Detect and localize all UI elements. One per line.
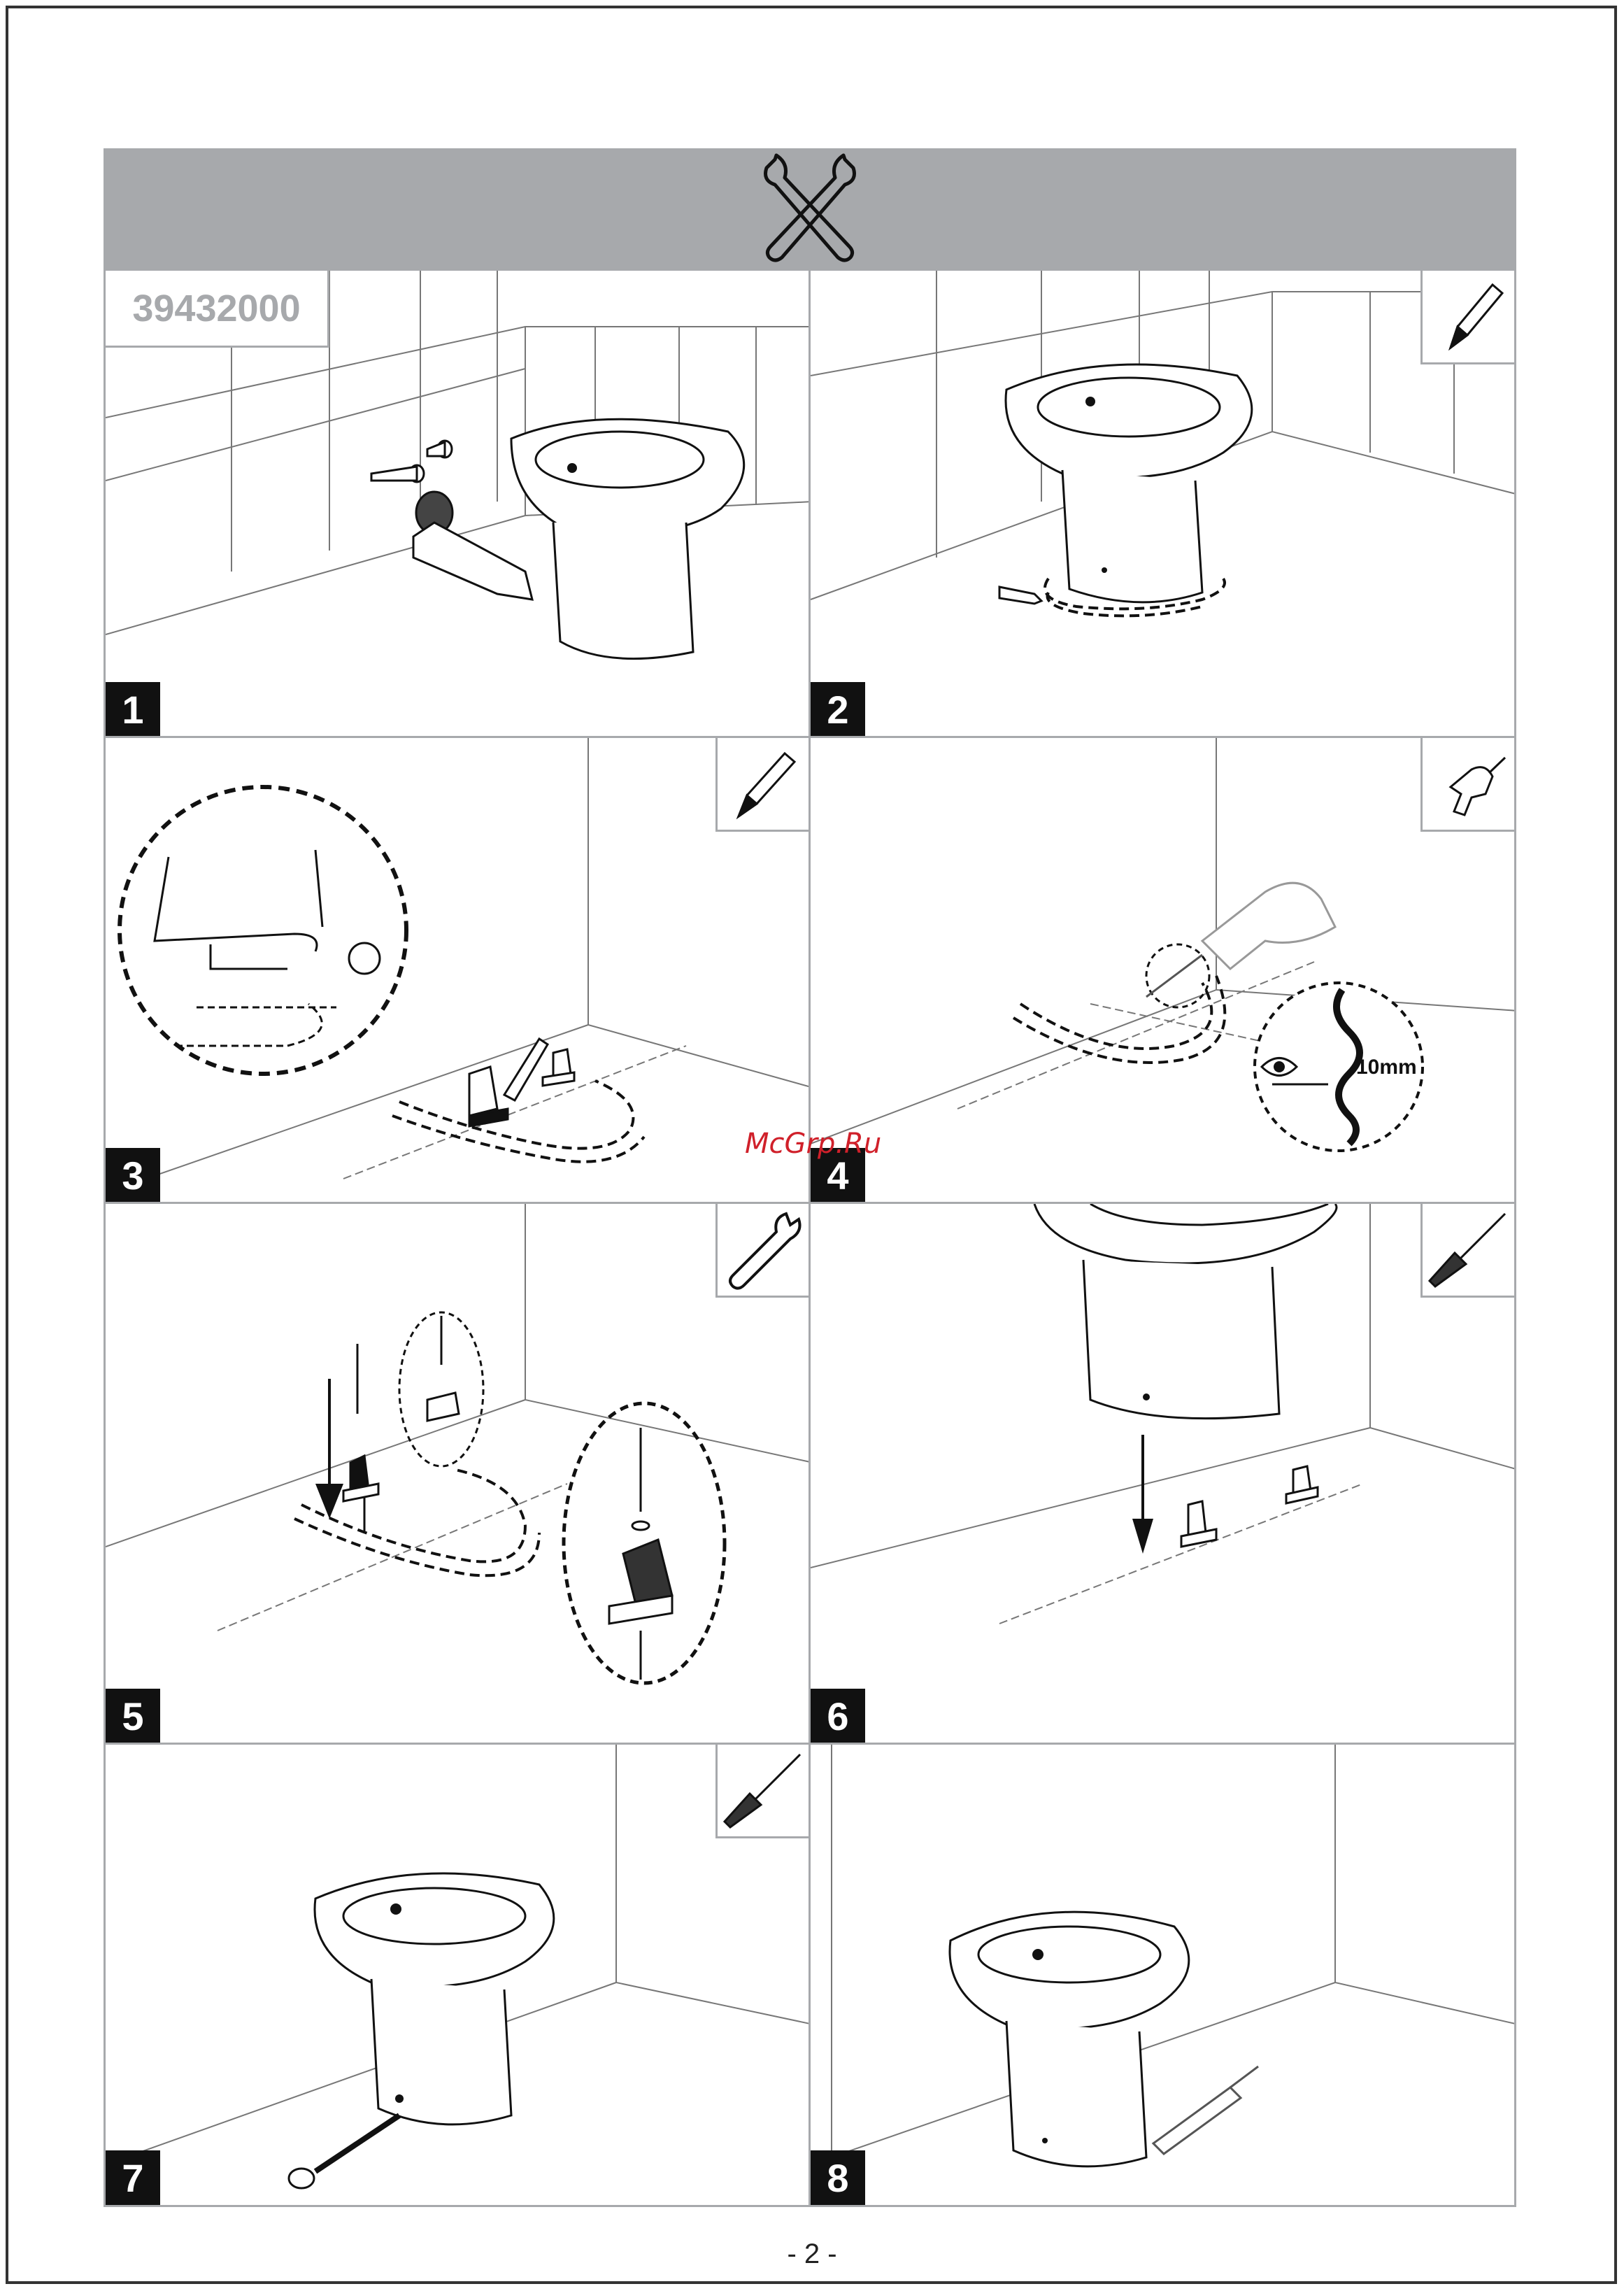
- step-7-illustration: [106, 1745, 811, 2207]
- step-number-5: 5: [106, 1689, 160, 1743]
- step-7-tool-box: [715, 1745, 809, 1838]
- step-panel-2: 2: [809, 269, 1516, 739]
- crossed-wrenches-icon: [761, 153, 859, 264]
- step-panel-5: 5: [104, 1202, 811, 1745]
- screwdriver-icon: [1423, 1204, 1516, 1298]
- step-number-8: 8: [811, 2150, 865, 2205]
- wrench-icon: [718, 1204, 811, 1298]
- drill-icon: [1423, 738, 1516, 832]
- step-number-3: 3: [106, 1148, 160, 1203]
- step-6-illustration: [811, 1204, 1516, 1745]
- step-panel-1: 39432000 1: [104, 269, 811, 739]
- screwdriver-icon: [718, 1745, 811, 1838]
- step-panel-4: 10mm 4: [809, 736, 1516, 1205]
- page-number: - 2 -: [0, 2239, 1624, 2270]
- drill-depth-label: 10mm: [1356, 1056, 1417, 1079]
- step-panel-6: 6: [809, 1202, 1516, 1745]
- step-panel-7: 7: [104, 1743, 811, 2207]
- step-8-illustration: [811, 1745, 1516, 2207]
- step-3-illustration: [106, 738, 811, 1205]
- step-number-7: 7: [106, 2150, 160, 2205]
- step-3-tool-box: [715, 738, 809, 832]
- step-5-tool-box: [715, 1204, 809, 1298]
- step-2-tool-box: [1420, 271, 1514, 364]
- pencil-icon: [718, 738, 811, 832]
- step-number-6: 6: [811, 1689, 865, 1743]
- step-panel-8: 8: [809, 1743, 1516, 2207]
- pencil-icon: [1423, 271, 1516, 364]
- step-number-1: 1: [106, 682, 160, 737]
- product-code: 39432000: [106, 271, 329, 348]
- instruction-grid: 39432000 1: [104, 269, 1516, 2207]
- watermark-text: McGrp.Ru: [745, 1128, 881, 1160]
- step-number-2: 2: [811, 682, 865, 737]
- step-2-illustration: [811, 271, 1516, 739]
- step-4-illustration: 10mm: [811, 738, 1516, 1205]
- step-6-tool-box: [1420, 1204, 1514, 1298]
- step-4-tool-box: [1420, 738, 1514, 832]
- step-panel-3: 3: [104, 736, 811, 1205]
- step-5-illustration: [106, 1204, 811, 1745]
- tools-header-bar: [104, 148, 1516, 269]
